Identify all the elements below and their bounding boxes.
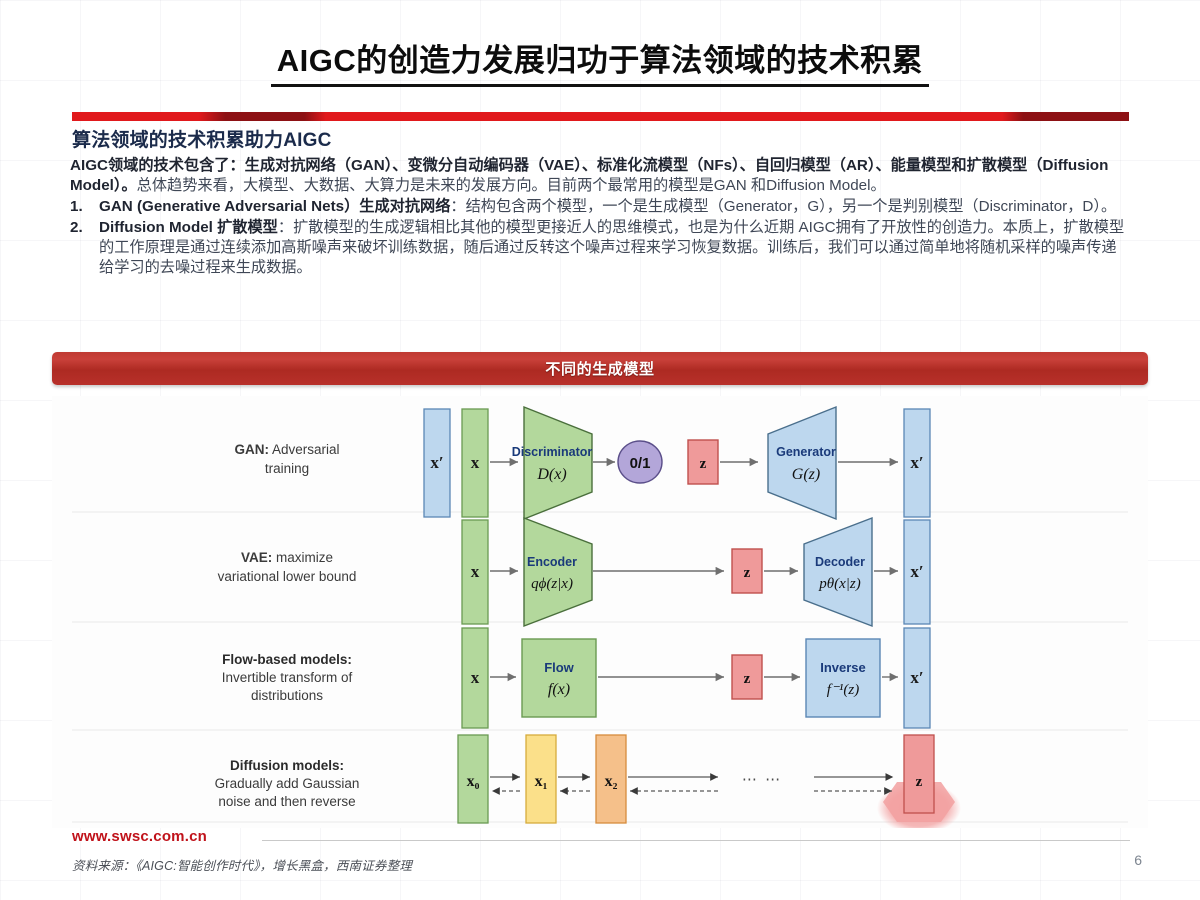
flow-inverse-label: Inverse bbox=[820, 660, 866, 675]
diffusion-ellipsis: ⋯ ⋯ bbox=[742, 771, 782, 788]
figure-banner-label: 不同的生成模型 bbox=[545, 361, 655, 378]
list-item: 2. Diffusion Model 扩散模型：扩散模型的生成逻辑相比其他的模型更… bbox=[70, 218, 1130, 278]
flow-inverse-node bbox=[805, 638, 881, 718]
gan-generator-sublabel: G(z) bbox=[792, 466, 820, 483]
gan-generator-label: Generator bbox=[776, 445, 836, 459]
intro-paragraph: AIGC领域的技术包含了：生成对抗网络（GAN）、变微分自动编码器（VAE）、标… bbox=[70, 156, 1130, 196]
diffusion-x0-label: x₀ bbox=[467, 773, 480, 790]
gan-discriminator-label: Discriminator bbox=[512, 445, 593, 459]
figure-row-gan: GAN: Adversarial training x′ x Discrimin… bbox=[234, 405, 931, 521]
gan-discriminator-sublabel: D(x) bbox=[536, 466, 566, 483]
gan-z-latent-label: z bbox=[700, 456, 707, 472]
list-item: 1. GAN (Generative Adversarial Nets）生成对抗网… bbox=[70, 197, 1130, 217]
intro-rest: 总体趋势来看，大模型、大数据、大算力是未来的发展方向。目前两个最常用的模型是GA… bbox=[136, 177, 886, 195]
gan-x-prime-output-label: x′ bbox=[910, 453, 923, 472]
gan-x-input-label: x bbox=[471, 453, 480, 472]
list-item-number: 1. bbox=[70, 198, 83, 216]
vae-z-latent-label: z bbox=[744, 565, 751, 581]
flow-z-latent-node bbox=[731, 654, 763, 700]
gan-x-prime-output-node bbox=[903, 408, 931, 518]
gan-discriminator-node bbox=[523, 405, 593, 521]
vae-encoder-label: Encoder bbox=[527, 555, 577, 569]
section-heading: 算法领域的技术积累助力AIGC bbox=[72, 130, 332, 151]
figure-banner: 不同的生成模型 bbox=[52, 352, 1148, 385]
diffusion-x0-node bbox=[457, 734, 489, 824]
vae-x-prime-output-node bbox=[903, 519, 931, 625]
diffusion-z-label: z bbox=[916, 774, 923, 790]
intro-bold-lead: AIGC领域的技术包含了：生成对抗网络（GAN）、变微分自动编码器（VAE）、标… bbox=[70, 157, 1109, 195]
gan-generator-node bbox=[767, 405, 837, 521]
gan-row-label: GAN: Adversarial bbox=[234, 442, 339, 457]
vae-row-label: VAE: maximize bbox=[241, 550, 333, 565]
diffusion-z-node bbox=[903, 734, 935, 814]
flow-x-input-label: x bbox=[471, 668, 480, 687]
diffusion-x2-label: x₂ bbox=[605, 773, 618, 790]
list-item-text: ：扩散模型的生成逻辑相比其他的模型更接近人的思维模式，也是为什么近期 AIGC拥… bbox=[99, 219, 1125, 277]
list-item-term: GAN (Generative Adversarial Nets）生成对抗网络 bbox=[99, 198, 451, 216]
page-title: AIGC的创造力发展归功于算法领域的技术积累 bbox=[270, 43, 930, 88]
model-list: 1. GAN (Generative Adversarial Nets）生成对抗网… bbox=[70, 197, 1130, 278]
gan-row-label-line2: training bbox=[265, 461, 309, 476]
figure-row-vae: VAE: maximize variational lower bound x … bbox=[218, 516, 931, 628]
vae-encoder-node bbox=[523, 516, 593, 628]
title-divider-bar bbox=[72, 112, 1129, 121]
vae-decoder-label: Decoder bbox=[815, 555, 865, 569]
vae-x-input-node bbox=[461, 519, 489, 625]
gan-zero-one-node bbox=[617, 440, 663, 484]
list-item-text: ：结构包含两个模型，一个是生成模型（Generator，G），另一个是判别模型（… bbox=[450, 198, 1117, 216]
list-item-term: Diffusion Model 扩散模型 bbox=[99, 219, 278, 237]
footer-site-url[interactable]: www.swsc.com.cn bbox=[72, 828, 207, 845]
gan-x-prime-input-label: x′ bbox=[430, 453, 443, 472]
gan-x-input-node bbox=[461, 408, 489, 518]
flow-x-prime-output-node bbox=[903, 627, 931, 729]
page-number: 6 bbox=[1134, 852, 1142, 868]
gan-x-prime-input-node bbox=[423, 408, 451, 518]
page-title-wrap: AIGC的创造力发展归功于算法领域的技术积累 bbox=[0, 43, 1200, 88]
flow-z-latent-label: z bbox=[744, 671, 751, 687]
generative-models-figure: GAN: Adversarial training x′ x Discrimin… bbox=[52, 396, 1148, 828]
flow-inverse-sublabel: f⁻¹(z) bbox=[827, 682, 859, 698]
vae-decoder-sublabel: pθ(x|z) bbox=[818, 576, 860, 592]
flow-transform-sublabel: f(x) bbox=[548, 681, 570, 698]
diffusion-row-label-line3: noise and then reverse bbox=[218, 794, 355, 809]
body-copy: AIGC领域的技术包含了：生成对抗网络（GAN）、变微分自动编码器（VAE）、标… bbox=[70, 156, 1130, 278]
gan-z-latent-node bbox=[687, 439, 719, 485]
flow-row-label-line2: Invertible transform of bbox=[222, 670, 353, 685]
gan-zero-one-label: 0/1 bbox=[630, 455, 651, 472]
list-item-number: 2. bbox=[70, 219, 83, 237]
flow-x-input-node bbox=[461, 627, 489, 729]
vae-encoder-sublabel: qϕ(z|x) bbox=[531, 576, 573, 592]
diffusion-row-label-line2: Gradually add Gaussian bbox=[215, 776, 360, 791]
vae-x-input-label: x bbox=[471, 562, 480, 581]
flow-row-label-line3: distributions bbox=[251, 688, 323, 703]
flow-transform-label: Flow bbox=[544, 660, 574, 675]
diffusion-x1-node bbox=[525, 734, 557, 824]
flow-x-prime-output-label: x′ bbox=[910, 668, 923, 687]
diffusion-row-label: Diffusion models: bbox=[230, 758, 344, 773]
vae-x-prime-output-label: x′ bbox=[910, 562, 923, 581]
figure-row-diffusion: Diffusion models: Gradually add Gaussian… bbox=[215, 734, 961, 828]
vae-decoder-node bbox=[803, 516, 873, 628]
footer-source-note: 资料来源：《AIGC:智能创作时代》，增长黑盒，西南证券整理 bbox=[72, 859, 413, 873]
vae-z-latent-node bbox=[731, 548, 763, 594]
diffusion-x2-node bbox=[595, 734, 627, 824]
diffusion-x1-label: x₁ bbox=[535, 773, 548, 790]
vae-row-label-line2: variational lower bound bbox=[218, 569, 357, 584]
footer-divider bbox=[262, 840, 1130, 841]
flow-row-label: Flow-based models: bbox=[222, 652, 352, 667]
figure-row-flow: Flow-based models: Invertible transform … bbox=[222, 627, 931, 729]
flow-transform-node bbox=[521, 638, 597, 718]
